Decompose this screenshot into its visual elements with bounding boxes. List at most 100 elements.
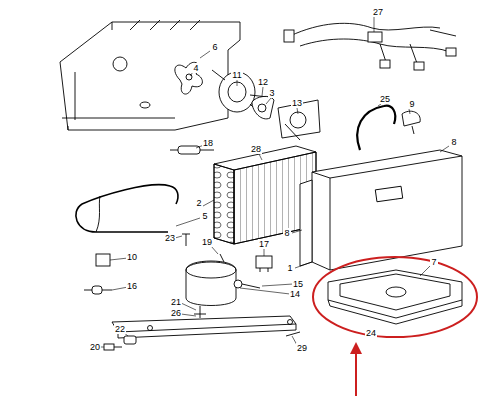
base-plate: [288, 320, 293, 325]
cover-panel: [312, 156, 462, 270]
back-panel: [60, 20, 240, 130]
callout-number: 5: [201, 211, 208, 221]
capacitor: [96, 254, 110, 266]
callout-number: 18: [202, 138, 214, 148]
relay: [256, 256, 272, 268]
callout-number: 29: [296, 343, 308, 353]
compressor: [234, 280, 242, 288]
clamp: [402, 111, 420, 126]
callout-number: 4: [192, 63, 199, 73]
foot: [124, 336, 136, 344]
callout-number: 12: [257, 77, 269, 87]
clamp: [402, 111, 420, 134]
capacitor: [96, 254, 110, 266]
leader-lines: [297, 108, 298, 114]
compressor: [186, 261, 236, 306]
leader-lines: [420, 266, 430, 276]
leader-lines: [203, 200, 214, 206]
relay: [256, 256, 272, 272]
callout-number: 1: [286, 263, 293, 273]
back-panel: [68, 72, 75, 130]
clamp: [412, 126, 414, 134]
wire-harness: [380, 60, 390, 68]
callout-number: 15: [292, 279, 304, 289]
leader-lines: [264, 249, 265, 256]
base-plate: [148, 326, 153, 331]
callout-number: 20: [89, 342, 101, 352]
compressor: [186, 262, 236, 278]
leader-lines: [181, 314, 196, 316]
callout-number: 26: [170, 308, 182, 318]
leader-lines: [200, 51, 210, 58]
fan-motor: [212, 70, 258, 112]
compressor: [186, 261, 260, 306]
back-panel: [112, 20, 200, 30]
callout-number: 21: [170, 297, 182, 307]
highlight-arrow: [355, 350, 357, 396]
callout-number: 13: [291, 98, 303, 108]
leader-lines: [378, 104, 381, 106]
highlight-arrow: [350, 342, 362, 396]
leader-lines: [259, 154, 262, 160]
cover-panel: [312, 150, 462, 270]
callout-number: 17: [258, 239, 270, 249]
refrigerant-tube: [96, 196, 100, 232]
motor-bracket: [258, 104, 266, 112]
back-panel: [113, 57, 127, 71]
screw: [104, 344, 122, 350]
leader-lines: [266, 98, 271, 104]
refrigerant-tube: [76, 185, 178, 232]
cover-panel: [375, 186, 402, 202]
drain-pan: [328, 270, 462, 324]
leader-lines: [295, 262, 312, 268]
drain-pan: [328, 300, 462, 324]
screw: [286, 332, 300, 336]
callout-number: 10: [126, 252, 138, 262]
drain-tube: [357, 106, 395, 150]
leader-lines: [181, 303, 196, 310]
foot: [124, 336, 136, 344]
callout-number: 7: [430, 257, 437, 267]
relay: [260, 268, 268, 272]
leader-lines: [374, 17, 375, 32]
callout-number: 24: [365, 328, 377, 338]
callout-number: 8: [283, 228, 290, 238]
motor-bracket: [252, 96, 274, 119]
back-panel: [140, 102, 150, 108]
highlight-arrow: [350, 342, 362, 354]
wire-harness: [446, 48, 456, 56]
filter-drier: [170, 150, 214, 151]
screw: [104, 344, 114, 350]
leader-lines: [262, 87, 263, 96]
back-panel: [60, 22, 240, 130]
compressor: [242, 284, 260, 288]
cover-panel: [300, 180, 312, 266]
leader-lines: [240, 288, 290, 294]
callout-number: 2: [195, 198, 202, 208]
callout-number: 19: [201, 237, 213, 247]
callout-number: 28: [250, 144, 262, 154]
wire-harness: [284, 30, 294, 42]
wire-harness: [284, 23, 456, 70]
callout-number: 6: [211, 42, 218, 52]
wire-harness: [414, 62, 424, 70]
fan-motor: [212, 70, 258, 112]
fan-shroud: [285, 124, 300, 140]
callout-number: 16: [126, 281, 138, 291]
wire-harness: [290, 23, 456, 66]
fan-blade: [175, 62, 203, 94]
leader-lines: [175, 236, 182, 238]
callout-number: 14: [289, 289, 301, 299]
base-plate: [112, 316, 296, 338]
fan-blade: [175, 62, 203, 94]
filter-drier: [178, 146, 200, 154]
callout-number: 22: [114, 324, 126, 334]
leader-lines: [262, 284, 293, 286]
base-plate: [118, 324, 296, 338]
screw: [114, 347, 122, 348]
wire-harness: [368, 32, 382, 42]
drain-pan: [340, 274, 450, 310]
callout-number: 23: [164, 233, 176, 243]
